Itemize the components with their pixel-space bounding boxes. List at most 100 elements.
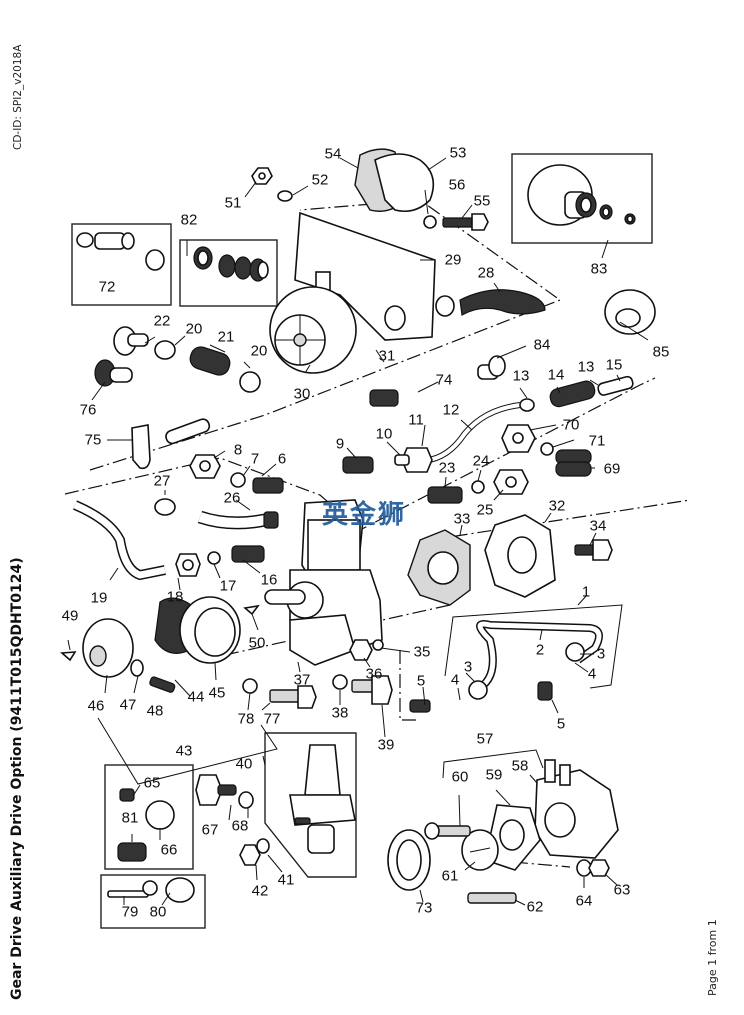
callout-4: 4: [587, 665, 597, 683]
callout-5: 5: [416, 672, 426, 690]
callout-32: 32: [548, 497, 566, 515]
centre-line-upper: [89, 199, 562, 471]
callout-31: 31: [378, 347, 396, 365]
callout-2: 2: [535, 641, 545, 659]
callout-14: 14: [547, 366, 565, 384]
callout-8: 8: [233, 441, 243, 459]
pipe-assembly-2-5: [409, 620, 603, 713]
callout-25: 25: [476, 501, 494, 519]
callout-59: 59: [485, 766, 503, 784]
callout-18: 18: [166, 588, 184, 606]
centre-line-5: [399, 650, 420, 721]
callout-37: 37: [293, 671, 311, 689]
callout-45: 45: [208, 684, 226, 702]
kit-frame-82: [179, 239, 278, 307]
callout-16: 16: [260, 571, 278, 589]
callout-19: 19: [90, 589, 108, 607]
bracket-43: [97, 717, 278, 785]
callout-17: 17: [219, 577, 237, 595]
callout-55: 55: [473, 192, 491, 210]
callout-43: 43: [175, 742, 193, 760]
callout-3: 3: [463, 658, 473, 676]
callout-27: 27: [153, 472, 171, 490]
callout-72: 72: [98, 278, 116, 296]
callout-26: 26: [223, 489, 241, 507]
callout-60: 60: [451, 768, 469, 786]
callout-10: 10: [375, 425, 393, 443]
callout-74: 74: [435, 371, 453, 389]
seal-kit-82: [193, 246, 269, 282]
callout-9: 9: [335, 435, 345, 453]
kit-frame-40: [264, 732, 357, 878]
callout-33: 33: [453, 510, 471, 528]
centre-line-flange: [429, 499, 691, 541]
callout-leader-lines: [67, 157, 649, 906]
callout-36: 36: [365, 665, 383, 683]
callout-42: 42: [251, 882, 269, 900]
callout-13: 13: [577, 358, 595, 376]
callout-44: 44: [187, 688, 205, 706]
callout-69: 69: [603, 460, 621, 478]
callout-28: 28: [477, 264, 495, 282]
elbow-assembly-53-56: [251, 148, 489, 231]
callout-21: 21: [217, 328, 235, 346]
callout-20: 20: [250, 342, 268, 360]
kit-frame-65-66-81: [104, 764, 194, 870]
callout-35: 35: [413, 643, 431, 661]
callout-12: 12: [442, 401, 460, 419]
callout-78: 78: [237, 710, 255, 728]
bolt-77-78: [242, 678, 317, 709]
callout-11: 11: [408, 411, 424, 429]
callout-82: 82: [180, 211, 198, 229]
callout-22: 22: [153, 312, 171, 330]
pump-gears-44-50: [60, 596, 260, 693]
callout-62: 62: [526, 898, 544, 916]
callout-83: 83: [590, 260, 608, 278]
fasteners-35-39: [332, 639, 393, 705]
callout-23: 23: [438, 459, 456, 477]
bracket-1: [444, 604, 623, 689]
callout-5: 5: [556, 715, 566, 733]
callout-13: 13: [512, 367, 530, 385]
callout-68: 68: [231, 817, 249, 835]
left-fittings-20-22-76: [94, 326, 261, 393]
callout-57: 57: [476, 730, 494, 748]
callout-85: 85: [652, 343, 670, 361]
callout-75: 75: [84, 431, 102, 449]
callout-64: 64: [575, 892, 593, 910]
callout-63: 63: [613, 881, 631, 899]
callout-24: 24: [472, 452, 490, 470]
callout-48: 48: [146, 702, 164, 720]
callout-15: 15: [605, 356, 623, 374]
callout-49: 49: [61, 607, 79, 625]
callout-81: 81: [121, 809, 139, 827]
hose-clamp-kit-72: [76, 232, 165, 271]
air-filter-30-31: [269, 271, 406, 374]
callout-76: 76: [79, 401, 97, 419]
hoses-16-19-26-27: [72, 498, 279, 581]
callout-40: 40: [235, 755, 253, 773]
callout-4: 4: [450, 671, 460, 689]
callout-34: 34: [589, 517, 607, 535]
callout-56: 56: [448, 176, 466, 194]
callout-6: 6: [277, 450, 287, 468]
callout-67: 67: [201, 821, 219, 839]
callout-30: 30: [293, 385, 311, 403]
callout-66: 66: [160, 841, 178, 859]
callout-70: 70: [562, 416, 580, 434]
flanges-32-34: [407, 514, 613, 606]
pipe-fittings-9-15: [342, 355, 634, 474]
hydraulic-pump-58-64-73: [387, 759, 619, 904]
kit-frame-72: [71, 223, 172, 306]
kit-frame-79-80: [100, 874, 206, 929]
plugs-65-68-79-81: [107, 774, 254, 903]
callout-52: 52: [311, 171, 329, 189]
callout-71: 71: [588, 432, 606, 450]
oring-kit-83: [527, 164, 636, 226]
callout-84: 84: [533, 336, 551, 354]
callout-41: 41: [277, 871, 295, 889]
callout-61: 61: [441, 867, 459, 885]
callout-53: 53: [449, 144, 467, 162]
cap-85: [604, 289, 656, 335]
